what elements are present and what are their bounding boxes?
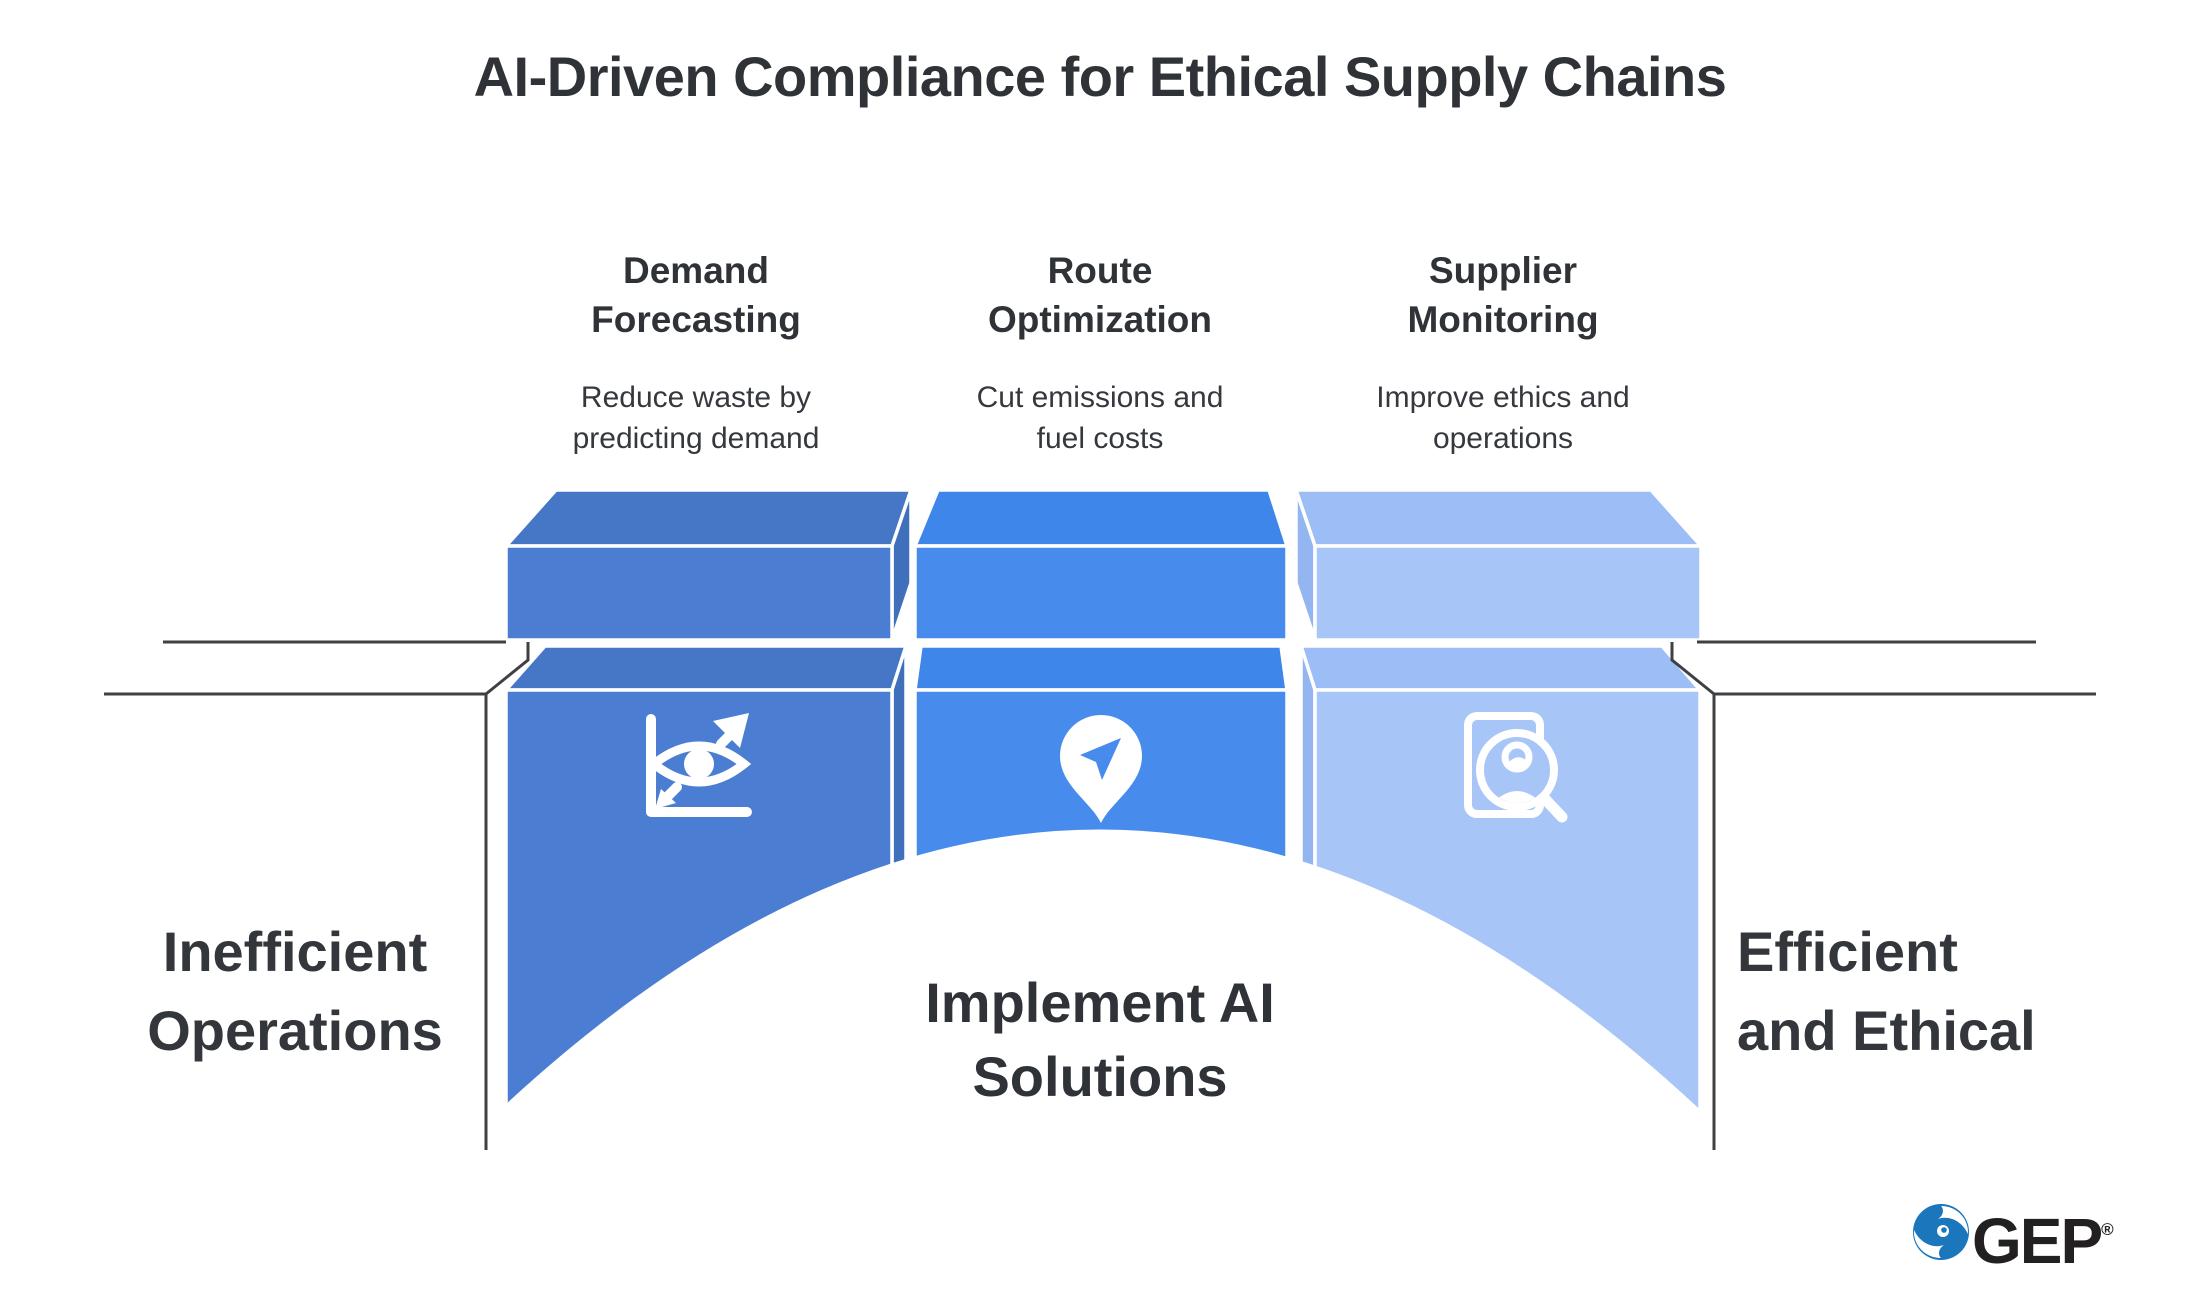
send-arrow [1080,738,1121,780]
column-heading-line1: Demand [623,250,769,291]
bottom-box-supplier-lid [1298,644,1704,692]
registered-mark: ® [2101,1220,2114,1239]
gep-swirl-icon [1913,1204,1969,1260]
top-box-route-lid [912,488,1290,548]
supplier-audit-search-icon [1464,712,1568,823]
top-box-supplier-front [1313,544,1703,642]
eye-pupil [684,749,714,779]
label-implement-ai-solutions: Implement AI Solutions [840,966,1360,1114]
eye-outline [646,741,752,787]
swirl-arm-bottom [1913,1230,1944,1258]
top-box-route-front [913,544,1289,642]
route-navigation-pin-icon [1060,715,1142,823]
column-route-optimization: Route Optimization Cut emissions and fue… [930,246,1270,459]
top-box-demand [502,488,914,642]
person-head-highlight [1509,757,1527,767]
gep-logo: GEP® [1972,1194,2114,1277]
swirl-center-dot [1941,1227,1947,1233]
column-heading: Supplier Monitoring [1333,246,1673,344]
label-efficient-and-ethical: Efficient and Ethical [1737,912,2197,1070]
label-line1: Implement AI [925,971,1275,1034]
column-demand-forecasting: Demand Forecasting Reduce waste by predi… [526,246,866,459]
label-line2: and Ethical [1737,999,2036,1062]
trend-arrowhead-down [655,789,676,809]
ledge-lines [104,640,2096,1150]
bottom-box-route-lid [912,644,1290,692]
column-heading: Demand Forecasting [526,246,866,344]
trend-arrowhead-up [713,713,749,748]
label-line1: Inefficient [162,920,428,983]
gep-logo-text: GEP [1972,1205,2103,1277]
person-shoulders [1488,791,1546,803]
swirl-arm-top [1938,1206,1969,1234]
bottom-box-demand-lid [502,644,909,692]
magnifier-handle [1539,793,1568,823]
top-box-supplier-lid [1293,488,1705,548]
column-description-line1: Reduce waste by [580,381,812,414]
column-description-line2: fuel costs [1036,422,1164,455]
label-inefficient-operations: Inefficient Operations [75,912,515,1070]
column-supplier-monitoring: Supplier Monitoring Improve ethics and o… [1333,246,1673,459]
column-heading-line2: Forecasting [591,299,801,340]
column-heading: Route Optimization [930,246,1270,344]
top-box-demand-front [504,544,894,642]
column-heading-line2: Monitoring [1407,299,1599,340]
forecast-eye-chart-icon [646,713,752,817]
column-description-line2: predicting demand [572,422,820,455]
bridge-arch [488,829,1712,1299]
label-line2: Operations [147,999,443,1062]
column-heading-line2: Optimization [987,299,1213,340]
top-box-demand-lid [502,488,914,548]
column-heading-line1: Route [1047,250,1153,291]
column-description-line1: Improve ethics and [1376,381,1630,414]
chart-axis [646,714,752,817]
right-corner-notch [1670,642,1715,696]
label-line2: Solutions [972,1045,1228,1108]
label-line1: Efficient [1737,920,1958,983]
column-description-line1: Cut emissions and [976,381,1224,414]
column-description-line2: operations [1432,422,1574,455]
left-corner-notch [485,642,530,696]
column-description: Reduce waste by predicting demand [526,377,866,459]
top-box-route [912,488,1290,642]
column-description: Cut emissions and fuel costs [930,377,1270,459]
column-description: Improve ethics and operations [1333,377,1673,459]
column-heading-line1: Supplier [1428,250,1578,291]
person-head [1501,741,1533,773]
page-title: AI-Driven Compliance for Ethical Supply … [473,45,1727,108]
top-box-supplier [1293,488,1705,642]
